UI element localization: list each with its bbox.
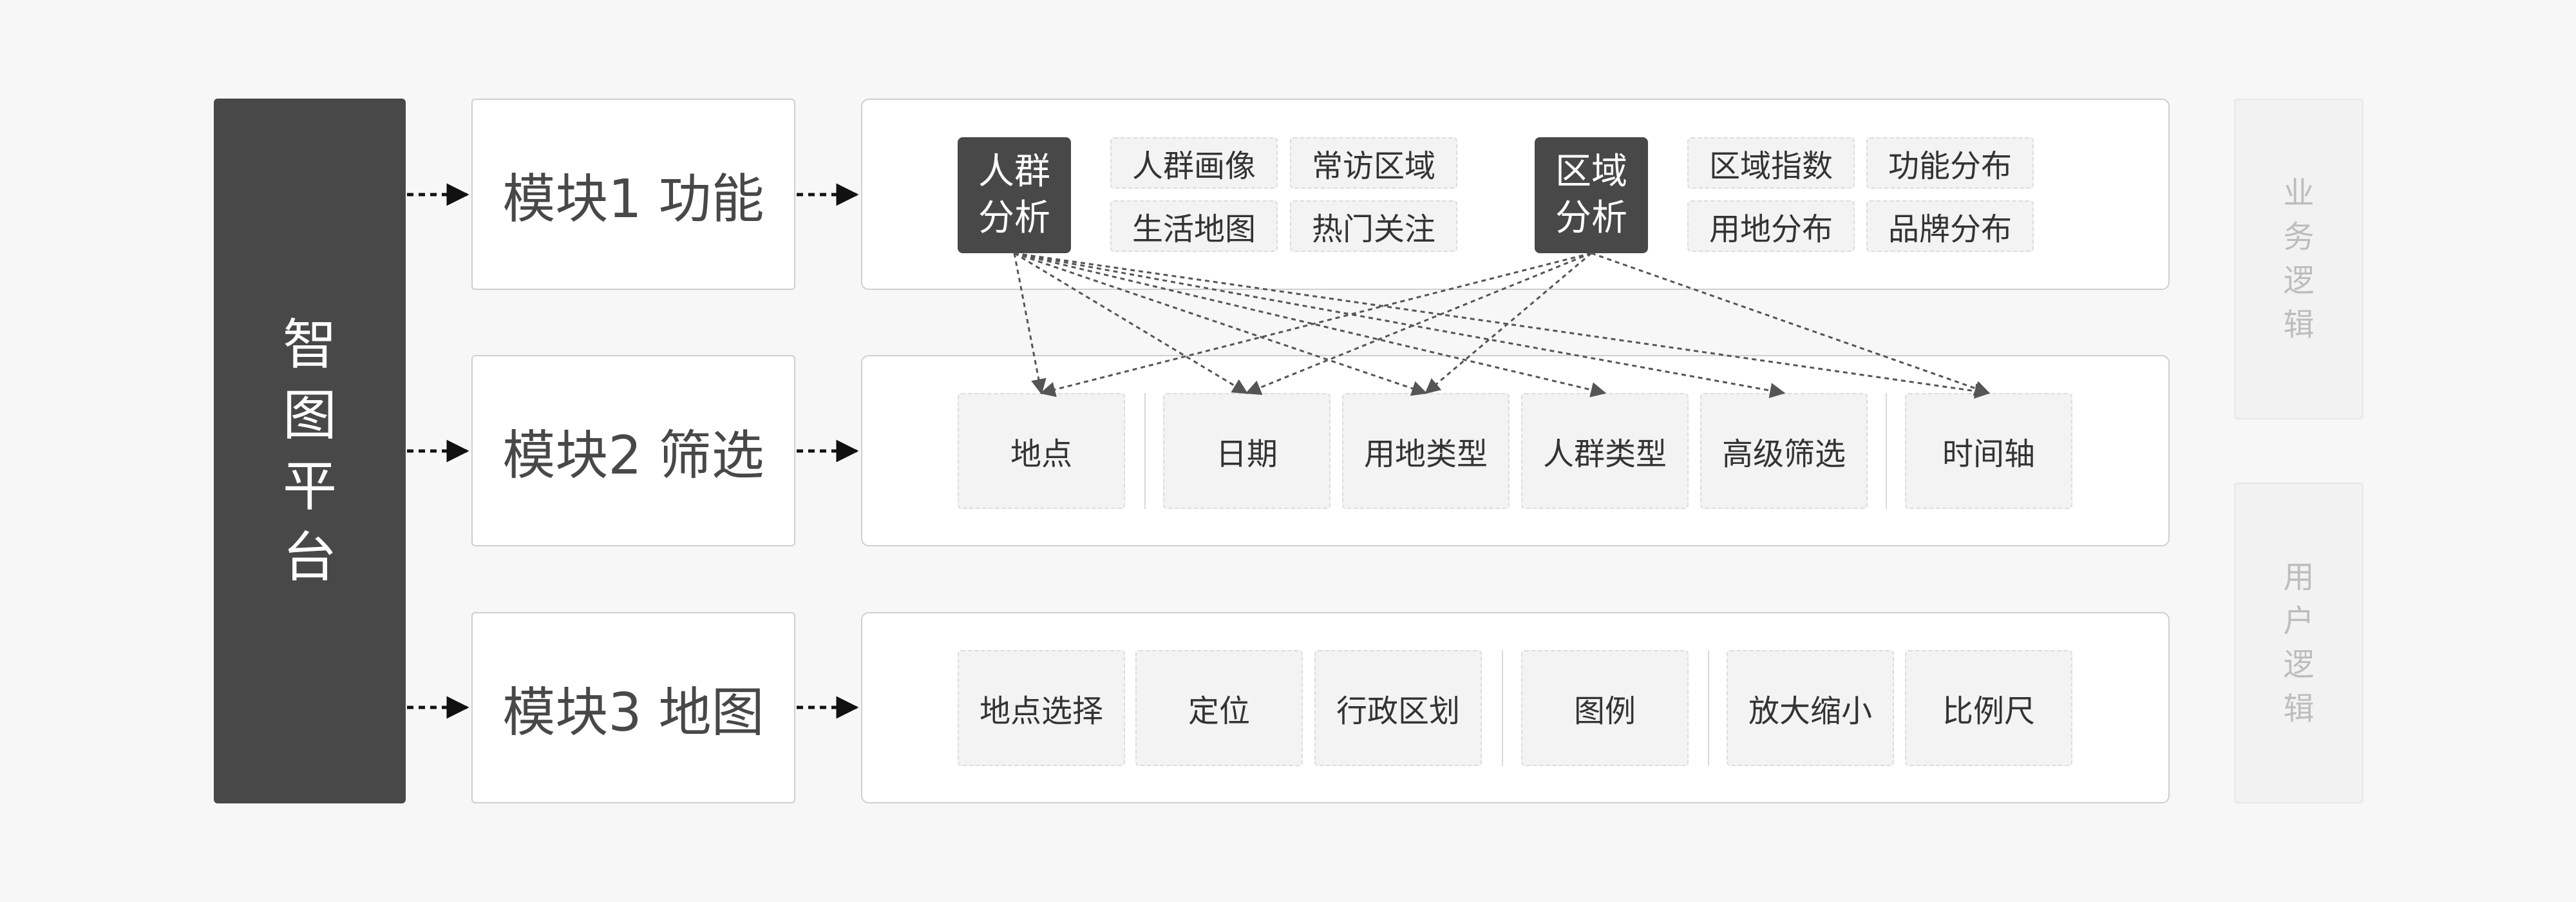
filter-divider xyxy=(1144,393,1146,509)
map-legend-chip: 图例 xyxy=(1521,650,1689,766)
module-1-title: 模块1 功能 xyxy=(502,169,764,230)
side-label-char: 辑 xyxy=(2283,307,2315,343)
platform-title: 智 图 平 台 xyxy=(214,309,406,593)
chip-label: 地点选择 xyxy=(979,693,1103,729)
chip-label: 日期 xyxy=(1215,436,1278,472)
map-location-select-chip: 地点选择 xyxy=(958,650,1125,766)
region-analysis-chip: 区域 分析 xyxy=(1535,137,1648,253)
chip-label: 比例尺 xyxy=(1942,693,2035,729)
filter-date-chip: 日期 xyxy=(1163,393,1331,509)
region-to-timeline-arrow xyxy=(1591,252,1991,396)
chip-label: 定位 xyxy=(1188,693,1250,729)
chip-label: 人群类型 xyxy=(1542,436,1667,472)
crowd-analysis-line: 分析 xyxy=(978,197,1050,239)
module-2-box: 模块2 筛选 xyxy=(471,355,795,546)
function-distribution-chip: 功能分布 xyxy=(1866,137,2034,189)
region-to-date-arrow xyxy=(1245,252,1592,396)
platform-title-char: 平 xyxy=(282,455,337,518)
function-panel xyxy=(861,99,2170,290)
region-to-land-type-arrow xyxy=(1425,252,1592,394)
chip-label: 区域指数 xyxy=(1709,148,1833,184)
module-3-box: 模块3 地图 xyxy=(471,612,795,803)
side-label-char: 逻 xyxy=(2283,647,2315,683)
side-label-char: 务 xyxy=(2283,219,2315,255)
chip-label: 用地分布 xyxy=(1709,211,1833,247)
platform-title-char: 台 xyxy=(282,526,337,589)
map-divider xyxy=(1502,650,1503,766)
chip-label: 功能分布 xyxy=(1888,148,2012,184)
module-1-box: 模块1 功能 xyxy=(471,99,795,290)
side-label-char: 逻 xyxy=(2283,263,2315,299)
side-label-char: 用 xyxy=(2283,559,2315,595)
chip-label: 高级筛选 xyxy=(1721,436,1846,472)
crowd-analysis-line: 人群 xyxy=(978,151,1050,193)
crowd-portrait-chip: 人群画像 xyxy=(1110,137,1278,189)
business-logic-label: 业 务 逻 辑 xyxy=(2234,99,2363,419)
land-use-distribution-chip: 用地分布 xyxy=(1687,200,1855,252)
chip-label: 热门关注 xyxy=(1311,211,1435,247)
crowd-analysis-chip: 人群 分析 xyxy=(958,137,1071,253)
chip-label: 行政区划 xyxy=(1336,693,1460,729)
filter-divider xyxy=(1886,393,1887,509)
chip-label: 人群画像 xyxy=(1132,148,1256,184)
chip-label: 用地类型 xyxy=(1363,436,1488,472)
map-scale-chip: 比例尺 xyxy=(1905,650,2072,766)
filter-land-type-chip: 用地类型 xyxy=(1342,393,1510,509)
region-to-location-arrow xyxy=(1039,252,1592,398)
filter-crowd-type-chip: 人群类型 xyxy=(1521,393,1689,509)
chip-label: 地点 xyxy=(1010,436,1072,472)
map-divider xyxy=(1708,650,1709,766)
module-2-title: 模块2 筛选 xyxy=(502,425,764,486)
platform-box: 智 图 平 台 xyxy=(214,99,406,803)
module-3-title: 模块3 地图 xyxy=(502,682,764,744)
hot-topics-chip: 热门关注 xyxy=(1290,200,1457,252)
user-logic-label: 用 户 逻 辑 xyxy=(2234,483,2363,803)
map-zoom-chip: 放大缩小 xyxy=(1727,650,1894,766)
region-index-chip: 区域指数 xyxy=(1687,137,1855,189)
brand-distribution-chip: 品牌分布 xyxy=(1866,200,2034,252)
map-district-chip: 行政区划 xyxy=(1314,650,1482,766)
chip-label: 常访区域 xyxy=(1311,148,1435,184)
region-analysis-line: 区域 xyxy=(1555,151,1627,193)
region-analysis-line: 分析 xyxy=(1555,197,1627,239)
crowd-to-land-type-arrow xyxy=(1014,252,1428,396)
platform-title-char: 图 xyxy=(282,384,337,447)
filter-timeline-chip: 时间轴 xyxy=(1905,393,2072,509)
chip-label: 图例 xyxy=(1573,693,1636,729)
chip-label: 品牌分布 xyxy=(1888,211,2012,247)
filter-advanced-chip: 高级筛选 xyxy=(1700,393,1868,509)
side-label-char: 户 xyxy=(2283,603,2315,639)
chip-label: 时间轴 xyxy=(1942,436,2035,472)
crowd-to-timeline-arrow xyxy=(1014,252,1991,399)
platform-title-char: 智 xyxy=(282,313,337,376)
frequent-area-chip: 常访区域 xyxy=(1290,137,1457,189)
side-label-char: 业 xyxy=(2283,175,2315,211)
side-label-char: 辑 xyxy=(2283,691,2315,727)
chip-label: 生活地图 xyxy=(1132,211,1256,247)
filter-location-chip: 地点 xyxy=(958,393,1125,509)
crowd-to-location-arrow xyxy=(1013,253,1046,395)
crowd-to-crowd-type-arrow xyxy=(1014,252,1607,398)
crowd-to-date-arrow xyxy=(1014,252,1249,394)
map-locate-chip: 定位 xyxy=(1135,650,1303,766)
life-map-chip: 生活地图 xyxy=(1110,200,1278,252)
chip-label: 放大缩小 xyxy=(1748,693,1872,729)
